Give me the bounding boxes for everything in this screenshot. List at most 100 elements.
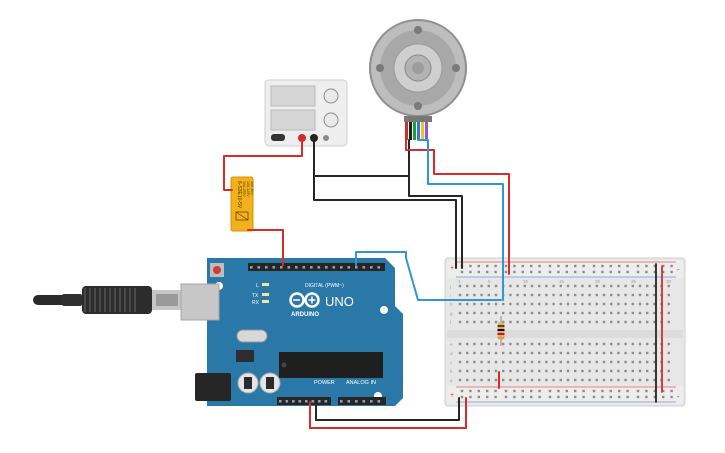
breadboard-hole[interactable] (646, 302, 649, 306)
breadboard-hole[interactable] (667, 378, 670, 382)
breadboard-hole[interactable] (509, 320, 512, 324)
breadboard-hole[interactable] (548, 264, 552, 268)
breadboard-hole[interactable] (486, 264, 489, 268)
breadboard-hole[interactable] (545, 311, 548, 315)
breadboard-hole[interactable] (477, 389, 480, 393)
breadboard-hole[interactable] (513, 270, 516, 274)
breadboard-hole[interactable] (477, 270, 480, 274)
breadboard-hole[interactable] (653, 389, 656, 393)
breadboard-hole[interactable] (588, 378, 591, 382)
breadboard-hole[interactable] (480, 378, 483, 382)
breadboard-hole[interactable] (480, 311, 483, 315)
breadboard-hole[interactable] (566, 360, 570, 364)
breadboard-hole[interactable] (523, 378, 526, 382)
breadboard-hole[interactable] (595, 320, 598, 324)
breadboard-hole[interactable] (538, 378, 541, 382)
digital-header[interactable] (248, 263, 385, 271)
breadboard-hole[interactable] (602, 378, 606, 382)
breadboard-hole[interactable] (638, 293, 642, 297)
breadboard-hole[interactable] (538, 270, 541, 274)
breadboard-hole[interactable] (487, 342, 490, 346)
breadboard-hole[interactable] (487, 369, 490, 373)
header-pin[interactable] (377, 400, 381, 403)
breadboard-hole[interactable] (502, 369, 505, 373)
breadboard-hole[interactable] (466, 284, 469, 288)
breadboard-hole[interactable] (548, 389, 552, 393)
current-knob[interactable] (323, 112, 339, 128)
breadboard-hole[interactable] (494, 320, 498, 324)
breadboard-hole[interactable] (513, 395, 516, 399)
header-pin[interactable] (279, 400, 282, 403)
breadboard-hole[interactable] (645, 389, 648, 393)
breadboard-hole[interactable] (617, 311, 620, 315)
breadboard-hole[interactable] (545, 293, 548, 297)
breadboard-hole[interactable] (653, 360, 656, 364)
breadboard-hole[interactable] (458, 311, 462, 315)
breadboard-hole[interactable] (602, 302, 606, 306)
breadboard-hole[interactable] (609, 389, 612, 393)
breadboard-hole[interactable] (653, 395, 656, 399)
breadboard-hole[interactable] (582, 264, 585, 268)
breadboard-hole[interactable] (574, 320, 577, 324)
breadboard-hole[interactable] (631, 342, 634, 346)
breadboard-hole[interactable] (548, 395, 552, 399)
breadboard-hole[interactable] (559, 360, 562, 364)
breadboard-hole[interactable] (545, 284, 548, 288)
header-pin[interactable] (370, 266, 373, 269)
breadboard-hole[interactable] (516, 351, 519, 355)
breadboard[interactable]: + - + - j i h g f e d c b a 1 5 10 15 20… (444, 257, 686, 407)
breadboard-hole[interactable] (477, 264, 480, 268)
breadboard-hole[interactable] (487, 302, 490, 306)
breadboard-hole[interactable] (617, 360, 620, 364)
breadboard-hole[interactable] (502, 342, 505, 346)
breadboard-hole[interactable] (523, 311, 526, 315)
breadboard-hole[interactable] (574, 284, 577, 288)
breadboard-hole[interactable] (574, 369, 577, 373)
breadboard-hole[interactable] (662, 264, 665, 268)
header-pin[interactable] (332, 266, 336, 269)
breadboard-hole[interactable] (473, 320, 476, 324)
header-pin[interactable] (305, 400, 308, 403)
breadboard-hole[interactable] (595, 342, 598, 346)
breadboard-hole[interactable] (667, 369, 670, 373)
breadboard-hole[interactable] (516, 360, 519, 364)
breadboard-hole[interactable] (516, 342, 519, 346)
header-pin[interactable] (370, 400, 373, 403)
breadboard-hole[interactable] (662, 395, 665, 399)
breadboard-hole[interactable] (545, 360, 548, 364)
breadboard-hole[interactable] (646, 320, 649, 324)
breadboard-hole[interactable] (530, 342, 534, 346)
breadboard-hole[interactable] (624, 311, 627, 315)
breadboard-hole[interactable] (487, 311, 490, 315)
breadboard-hole[interactable] (618, 395, 621, 399)
breadboard-hole[interactable] (466, 311, 469, 315)
breadboard-hole[interactable] (530, 311, 534, 315)
wire-black-to-breadboard-2[interactable] (313, 175, 457, 269)
breadboard-hole[interactable] (617, 302, 620, 306)
relay[interactable]: 6-S3E10-5V 10A 250V 10A 125V 10A 30V (230, 176, 254, 232)
breadboard-hole[interactable] (610, 320, 613, 324)
breadboard-hole[interactable] (581, 320, 584, 324)
breadboard-hole[interactable] (667, 293, 670, 297)
breadboard-hole[interactable] (494, 264, 497, 268)
breadboard-hole[interactable] (595, 302, 598, 306)
breadboard-hole[interactable] (610, 369, 613, 373)
breadboard-hole[interactable] (574, 395, 577, 399)
breadboard-hole[interactable] (466, 351, 469, 355)
breadboard-hole[interactable] (458, 293, 462, 297)
breadboard-hole[interactable] (523, 302, 526, 306)
breadboard-hole[interactable] (565, 264, 568, 268)
breadboard-hole[interactable] (458, 320, 462, 324)
breadboard-hole[interactable] (521, 395, 524, 399)
breadboard-hole[interactable] (521, 270, 524, 274)
breadboard-hole[interactable] (516, 378, 519, 382)
breadboard-hole[interactable] (646, 311, 649, 315)
breadboard-hole[interactable] (504, 270, 508, 274)
breadboard-hole[interactable] (595, 284, 598, 288)
breadboard-hole[interactable] (509, 284, 512, 288)
breadboard-hole[interactable] (636, 395, 640, 399)
breadboard-hole[interactable] (624, 293, 627, 297)
breadboard-hole[interactable] (645, 270, 648, 274)
breadboard-hole[interactable] (626, 270, 629, 274)
breadboard-hole[interactable] (557, 264, 560, 268)
